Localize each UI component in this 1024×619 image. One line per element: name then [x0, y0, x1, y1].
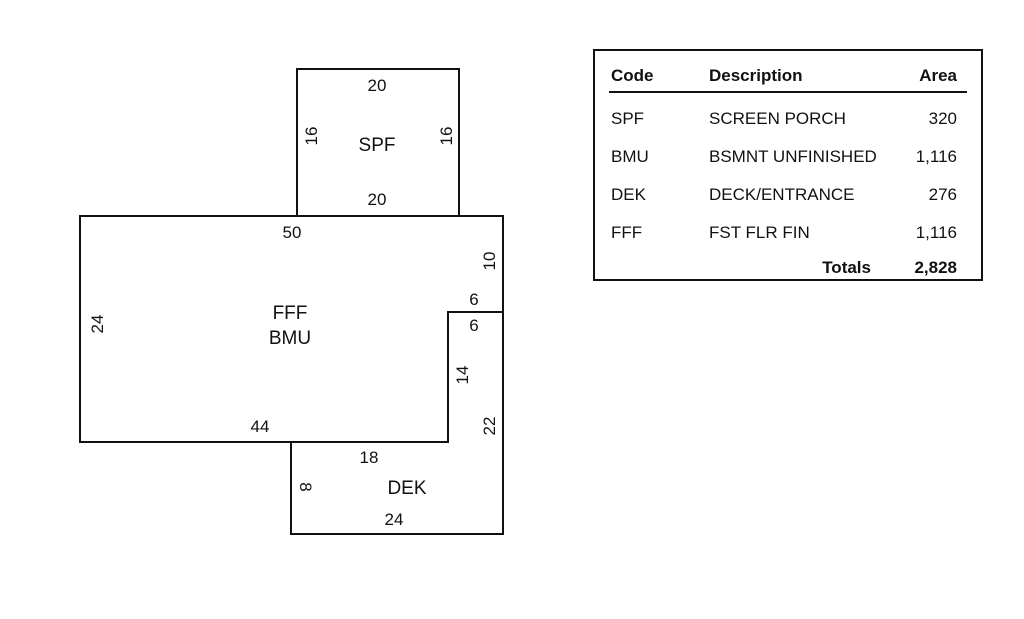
inner-side-dim: 14	[453, 366, 472, 385]
row-area: 1,116	[915, 223, 957, 242]
header-description: Description	[709, 66, 803, 85]
main-right-upper-dim: 10	[480, 252, 499, 271]
table-header: Code Description Area	[609, 63, 967, 93]
row-area: 1,116	[915, 147, 957, 166]
spf-outline	[296, 68, 460, 216]
table-row: BMU BSMNT UNFINISHED 1,116	[609, 147, 967, 171]
spf-label: SPF	[359, 135, 396, 156]
fff-label: FFF	[273, 303, 308, 324]
spf-left-dim: 16	[302, 127, 321, 146]
dek-top-dim: 18	[360, 448, 379, 467]
dek-bottom-dim: 24	[385, 510, 404, 529]
row-code: SPF	[611, 109, 645, 128]
main-top-dim: 50	[283, 223, 302, 242]
totals-row: Totals 2,828	[609, 258, 967, 282]
building-sketch: 20 SPF 20 16 16 50 24 10 6 6 FFF BMU 14 …	[79, 68, 504, 535]
table-row: SPF SCREEN PORCH 320	[609, 109, 967, 133]
row-area: 276	[928, 185, 957, 204]
main-left-dim: 24	[88, 315, 107, 334]
row-code: BMU	[611, 147, 649, 166]
dek-outline	[290, 312, 504, 535]
header-code: Code	[611, 66, 654, 85]
table-row: DEK DECK/ENTRANCE 276	[609, 185, 967, 209]
dek-left-dim: 8	[296, 482, 315, 491]
row-code: FFF	[611, 223, 643, 242]
area-summary-table: Code Description Area SPF SCREEN PORCH 3…	[593, 49, 983, 281]
totals-value: 2,828	[914, 258, 957, 277]
spf-right-dim: 16	[437, 127, 456, 146]
main-bottom-dim: 44	[251, 417, 270, 436]
table-row: FFF FST FLR FIN 1,116	[609, 223, 967, 247]
row-area: 320	[928, 109, 957, 128]
spf-top-dim: 20	[368, 76, 387, 95]
notch-top-dim: 6	[469, 290, 478, 309]
row-code: DEK	[611, 185, 646, 204]
notch-side-dim: 6	[469, 316, 478, 335]
row-description: FST FLR FIN	[709, 223, 810, 242]
row-description: BSMNT UNFINISHED	[709, 147, 877, 166]
dek-label: DEK	[387, 478, 426, 499]
row-description: SCREEN PORCH	[709, 109, 846, 128]
right-lower-dim: 22	[480, 417, 499, 436]
row-description: DECK/ENTRANCE	[709, 185, 855, 204]
bmu-label: BMU	[269, 328, 311, 349]
spf-bottom-dim: 20	[368, 190, 387, 209]
header-area: Area	[919, 66, 957, 85]
main-outline	[79, 215, 504, 443]
totals-label: Totals	[822, 258, 871, 277]
